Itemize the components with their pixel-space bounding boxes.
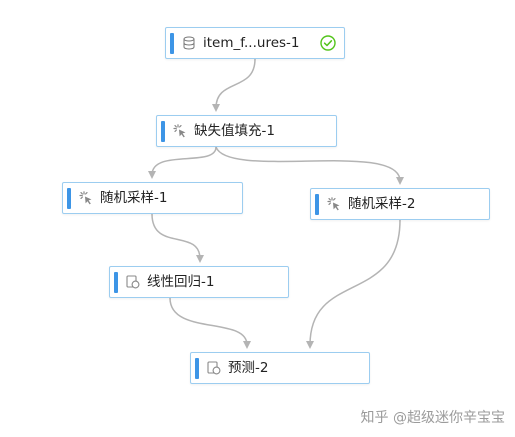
node-accent-bar [170, 33, 174, 54]
node-accent-bar [195, 358, 199, 379]
node-label: item_f...ures-1 [203, 35, 300, 51]
node-accent-bar [315, 194, 319, 215]
edge-sample-2-to-predict [306, 219, 401, 349]
node-linear-regression[interactable]: 线性回归-1 [109, 266, 289, 298]
node-item-features[interactable]: item_f...ures-1 [165, 27, 345, 59]
edge-sample-1-to-linear-regression [151, 213, 204, 263]
node-label: 随机采样-1 [100, 190, 168, 206]
edge-missing-fill-to-sample-1 [148, 146, 217, 179]
node-label: 缺失值填充-1 [194, 123, 275, 139]
model-icon [207, 361, 221, 375]
watermark: 知乎 @超级迷你辛宝宝 [360, 410, 505, 426]
node-label: 预测-2 [228, 360, 269, 376]
spinner-cursor-icon [173, 124, 187, 138]
edge-item-features-to-missing-fill [212, 58, 256, 112]
node-label: 线性回归-1 [147, 274, 215, 290]
spinner-cursor-icon [327, 197, 341, 211]
node-label: 随机采样-2 [348, 196, 416, 212]
node-missing-value-fill[interactable]: 缺失值填充-1 [156, 115, 337, 147]
node-random-sample-2[interactable]: 随机采样-2 [310, 188, 490, 220]
database-icon [182, 36, 196, 50]
edge-missing-fill-to-sample-2 [215, 146, 404, 185]
model-icon [126, 275, 140, 289]
success-check-icon [320, 35, 336, 51]
node-accent-bar [67, 188, 71, 209]
edge-linear-regression-to-predict [169, 297, 251, 349]
spinner-cursor-icon [79, 191, 93, 205]
node-accent-bar [114, 272, 118, 293]
node-predict-2[interactable]: 预测-2 [190, 352, 370, 384]
node-random-sample-1[interactable]: 随机采样-1 [62, 182, 243, 214]
node-accent-bar [161, 121, 165, 142]
